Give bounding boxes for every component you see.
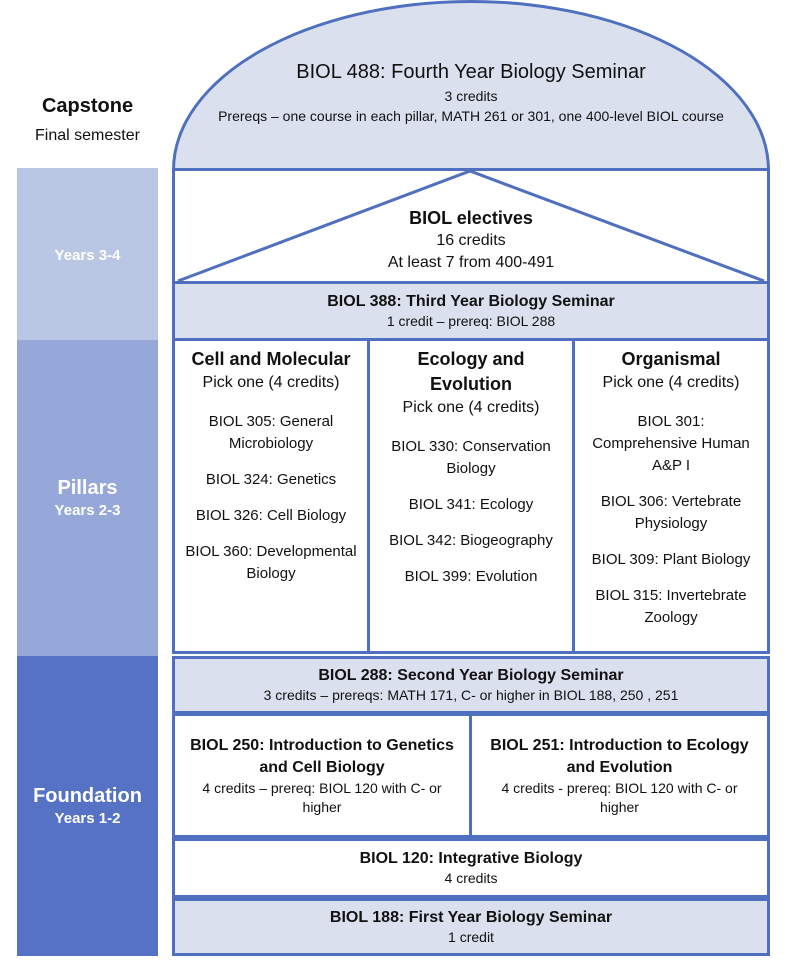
- biol-120-box: BIOL 120: Integrative Biology 4 credits: [172, 838, 770, 898]
- course-biol-324: BIOL 324: Genetics: [205, 471, 337, 488]
- electives-roof-icon: [177, 169, 765, 283]
- band-foundation-label: Foundation: [33, 785, 142, 807]
- electives-box: [172, 168, 770, 284]
- biol-251-box: BIOL 251: Introduction to Ecology and Ev…: [469, 713, 770, 838]
- capstone-text: BIOL 488: Fourth Year Biology Seminar 3 …: [172, 58, 770, 126]
- electives-title: BIOL electives: [409, 208, 533, 228]
- biol-250-box: BIOL 250: Introduction to Genetics and C…: [172, 713, 472, 838]
- pillar-cell-molecular-pick: Pick one (4 credits): [202, 374, 340, 391]
- course-biol-341: BIOL 341: Ecology: [408, 496, 534, 513]
- pillar-ecology-evolution-pick: Pick one (4 credits): [402, 399, 540, 416]
- course-biol-305: BIOL 305: General Microbiology: [208, 413, 334, 452]
- biol-250-title: BIOL 250: Introduction to Genetics and C…: [190, 736, 454, 776]
- band-foundation: Foundation Years 1-2: [17, 656, 158, 956]
- course-biol-330: BIOL 330: Conservation Biology: [391, 438, 551, 477]
- band-pillars-label: Pillars: [57, 477, 118, 499]
- biol-188-title: BIOL 188: First Year Biology Seminar: [329, 908, 613, 926]
- band-pillars: Pillars Years 2-3: [17, 340, 158, 656]
- biol-251-title: BIOL 251: Introduction to Ecology and Ev…: [490, 736, 749, 776]
- biol-251-detail: 4 credits - prereq: BIOL 120 with C- or …: [501, 779, 738, 815]
- band-years-3-4-label: Years 3-4: [54, 246, 121, 264]
- capstone-credits: 3 credits: [444, 88, 498, 104]
- pillar-ecology-evolution-title: Ecology and Evolution: [417, 349, 525, 394]
- pillar-cell-molecular: Cell and Molecular Pick one (4 credits) …: [172, 338, 370, 654]
- pillar-organismal-pick: Pick one (4 credits): [602, 374, 740, 391]
- course-biol-399: BIOL 399: Evolution: [404, 568, 538, 585]
- course-biol-306: BIOL 306: Vertebrate Physiology: [600, 493, 742, 532]
- course-biol-342: BIOL 342: Biogeography: [389, 532, 553, 549]
- capstone-sublabel: Final semester: [35, 127, 140, 144]
- biol-288-detail: 3 credits – prereqs: MATH 171, C- or hig…: [263, 686, 679, 703]
- biol-188-box: BIOL 188: First Year Biology Seminar 1 c…: [172, 898, 770, 956]
- biol-388-title: BIOL 388: Third Year Biology Seminar: [327, 292, 615, 310]
- capstone-label-group: Capstone Final semester: [17, 92, 158, 148]
- biol-120-title: BIOL 120: Integrative Biology: [359, 849, 583, 867]
- course-biol-309: BIOL 309: Plant Biology: [591, 551, 751, 568]
- course-biol-301: BIOL 301: Comprehensive Human A&P I: [592, 413, 750, 474]
- band-years-3-4: Years 3-4: [17, 168, 158, 340]
- biol-288-box: BIOL 288: Second Year Biology Seminar 3 …: [172, 656, 770, 714]
- electives-credits: 16 credits: [436, 232, 506, 249]
- pillar-ecology-evolution: Ecology and Evolution Pick one (4 credit…: [367, 338, 575, 654]
- course-biol-326: BIOL 326: Cell Biology: [195, 507, 347, 524]
- course-biol-315: BIOL 315: Invertebrate Zoology: [595, 587, 747, 626]
- biol-288-title: BIOL 288: Second Year Biology Seminar: [318, 666, 624, 684]
- pillar-organismal-title: Organismal: [621, 349, 721, 369]
- biol-388-detail: 1 credit – prereq: BIOL 288: [386, 312, 556, 329]
- course-biol-360: BIOL 360: Developmental Biology: [185, 543, 357, 582]
- band-pillars-years: Years 2-3: [54, 502, 121, 519]
- electives-note: At least 7 from 400-491: [387, 254, 555, 271]
- capstone-prereqs: Prereqs – one course in each pillar, MAT…: [218, 108, 724, 124]
- electives-text: BIOL electives 16 credits At least 7 fro…: [172, 206, 770, 274]
- biol-120-detail: 4 credits: [444, 869, 498, 886]
- capstone-title: BIOL 488: Fourth Year Biology Seminar: [296, 61, 646, 83]
- capstone-label: Capstone: [41, 95, 134, 117]
- biol-188-detail: 1 credit: [448, 928, 494, 945]
- biol-388-box: BIOL 388: Third Year Biology Seminar 1 c…: [172, 281, 770, 341]
- pillar-cell-molecular-title: Cell and Molecular: [191, 349, 351, 369]
- band-foundation-years: Years 1-2: [54, 810, 121, 827]
- biol-250-detail: 4 credits – prereq: BIOL 120 with C- or …: [202, 779, 442, 815]
- pillar-organismal: Organismal Pick one (4 credits) BIOL 301…: [572, 338, 770, 654]
